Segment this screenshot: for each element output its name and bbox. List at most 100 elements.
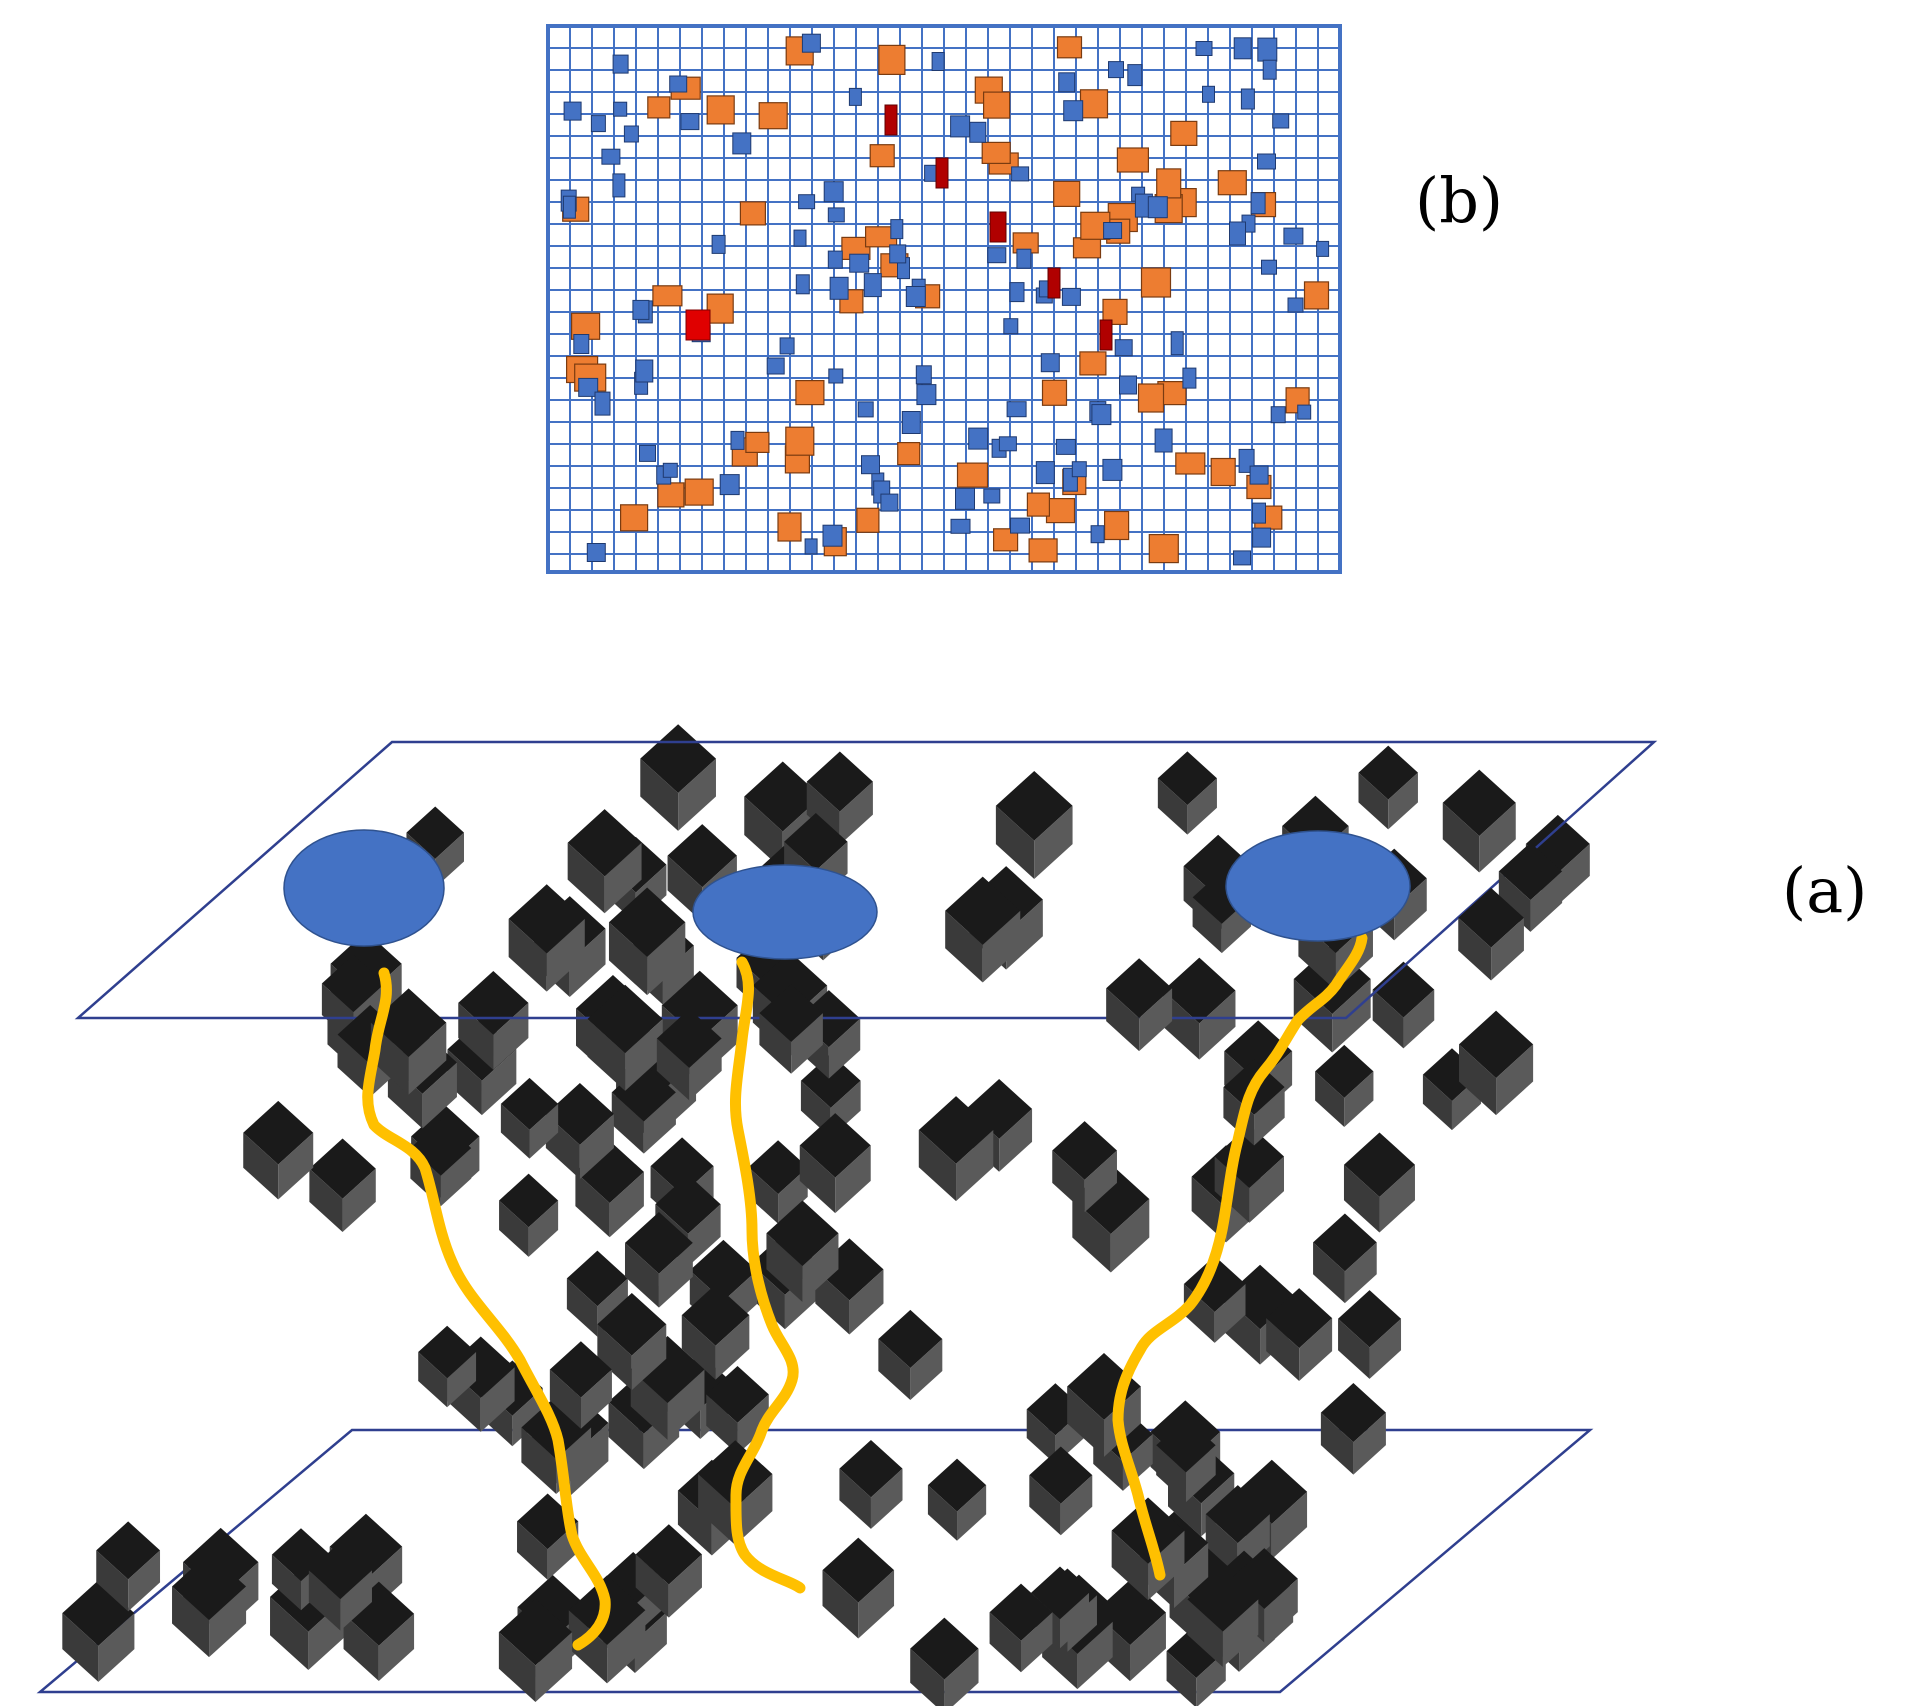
cube-top-face (989, 1583, 1053, 1641)
cube-top-face (744, 761, 822, 832)
cube-right-face (634, 1612, 667, 1674)
conductive-path-2 (729, 956, 806, 1594)
filler-small-blue (639, 444, 656, 462)
filler-small-blue (1252, 527, 1272, 548)
cube-left-face (500, 1103, 530, 1159)
filler-cube (995, 770, 1073, 879)
filler-large-orange (982, 91, 1011, 119)
cube-right-face (1557, 843, 1590, 905)
filler-cube (1106, 958, 1173, 1052)
cube-left-face (1052, 1150, 1085, 1213)
filler-highlight-red (884, 104, 898, 136)
filler-cube (1358, 745, 1418, 830)
filler-large-orange (1041, 379, 1068, 406)
filler-small-blue (1257, 37, 1278, 62)
cube-right-face (1403, 989, 1435, 1049)
cube-top-face (566, 1250, 628, 1307)
filler-small-blue (613, 101, 628, 117)
cube-left-face (706, 1394, 738, 1455)
filler-small-blue (732, 132, 752, 155)
cube-right-face (1344, 1242, 1377, 1304)
cube-left-face (1313, 1242, 1345, 1304)
filler-small-blue (1108, 61, 1124, 79)
cube-left-face (1266, 1318, 1300, 1382)
cube-left-face (597, 1324, 632, 1391)
filler-particles (560, 33, 1330, 566)
cube-left-face (759, 1013, 792, 1074)
filler-small-blue (915, 365, 932, 385)
filler-small-blue (1262, 59, 1277, 80)
filler-small-blue (669, 75, 688, 93)
filler-small-blue (594, 391, 611, 416)
cube-right-face (1264, 1578, 1298, 1643)
filler-large-orange (1026, 492, 1051, 517)
cube-left-face (587, 1018, 626, 1091)
filler-small-blue (828, 368, 844, 384)
filler-large-orange (745, 431, 770, 453)
cube-left-face (62, 1613, 99, 1682)
cube-left-face (1293, 979, 1333, 1053)
cube-top-face (1052, 1121, 1117, 1180)
cube-left-face (243, 1132, 279, 1200)
filler-cube (1343, 1132, 1415, 1233)
filler-small-blue (1119, 375, 1137, 395)
filler-small-blue (1055, 438, 1076, 455)
cube-left-face (608, 1401, 644, 1470)
cube-left-face (1205, 1514, 1238, 1576)
filler-small-blue (822, 524, 843, 547)
cube-right-face (957, 1485, 987, 1541)
filler-large-orange (652, 285, 683, 307)
cube-top-face (587, 984, 663, 1054)
filler-small-blue (1240, 88, 1255, 110)
cube-right-face (828, 1018, 861, 1079)
filler-small-blue (1182, 367, 1197, 389)
cube-left-face (1067, 1386, 1105, 1457)
cube-left-face (1026, 1409, 1056, 1465)
electrode-dot-3 (1225, 830, 1411, 942)
cube-left-face (910, 1648, 945, 1706)
filler-large-orange (684, 478, 714, 506)
filler-cube (1029, 1446, 1093, 1536)
cube-right-face (1021, 1612, 1053, 1673)
cube-left-face (878, 1338, 911, 1401)
filler-large-orange (981, 141, 1011, 164)
cube-left-face (458, 1002, 494, 1070)
filler-small-blue (1011, 166, 1030, 182)
cube-right-face (1084, 1150, 1117, 1213)
filler-small-blue (849, 253, 870, 273)
filler-small-blue (612, 173, 626, 198)
cube-top-face (1525, 814, 1590, 873)
cube-right-face (689, 1038, 722, 1101)
filler-large-orange (706, 293, 734, 324)
filler-small-blue (623, 125, 639, 143)
cube-right-face (569, 928, 606, 997)
filler-small-blue (924, 164, 938, 182)
cube-top-face (689, 1239, 758, 1301)
filler-large-orange (869, 144, 895, 168)
cube-right-face (1353, 1412, 1386, 1475)
cube-right-face (480, 1367, 515, 1432)
cube-left-face (1166, 1651, 1197, 1706)
cube-right-face (1394, 878, 1427, 941)
cube-right-face (802, 1233, 839, 1302)
filler-small-blue (1090, 525, 1105, 544)
cube-right-face (1332, 979, 1371, 1053)
cube-top-face (1029, 1446, 1093, 1504)
cube-left-face (1343, 1164, 1380, 1233)
filler-small-blue (880, 493, 899, 512)
cube-top-face (800, 1053, 861, 1108)
cube-left-face (945, 910, 983, 983)
filler-cube (635, 1524, 702, 1618)
filler-large-orange (1217, 170, 1247, 196)
cube-right-face (1148, 1530, 1185, 1601)
cube-top-face (1106, 958, 1173, 1019)
cube-top-face (748, 1140, 808, 1195)
filler-cube (624, 1212, 693, 1308)
cube-right-face (1530, 871, 1563, 932)
cube-right-face (910, 1338, 943, 1401)
cube-top-face (321, 954, 386, 1013)
cube-right-face (98, 1613, 135, 1682)
cube-left-face (308, 1570, 341, 1631)
filler-cube (918, 1096, 994, 1202)
cube-left-face (96, 1550, 129, 1612)
